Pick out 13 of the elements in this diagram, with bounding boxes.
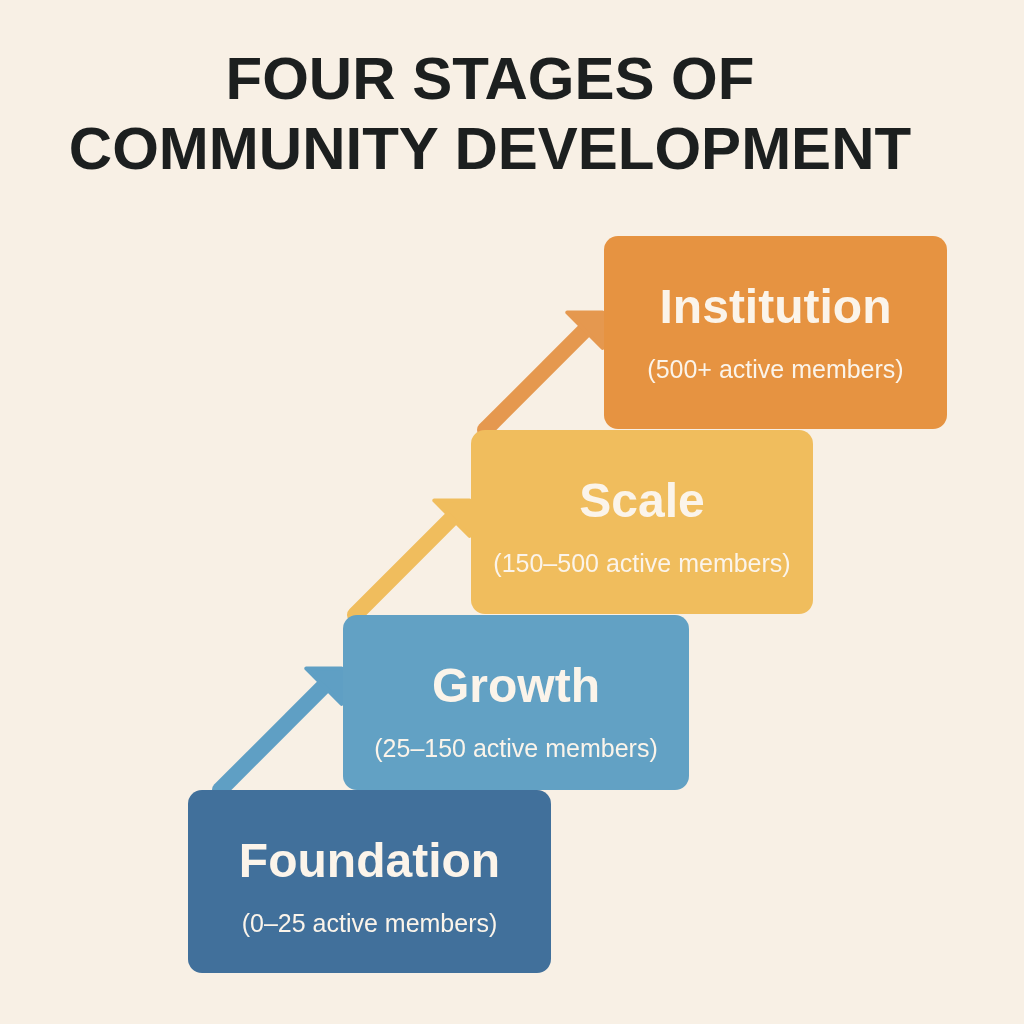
stage-box bbox=[188, 790, 551, 973]
stage-title: Growth bbox=[432, 662, 600, 710]
member-range: (500+ active members) bbox=[647, 357, 904, 382]
diagram-title: FOUR STAGES OF COMMUNITY DEVELOPMENT bbox=[67, 44, 913, 184]
stage-title: Institution bbox=[659, 283, 892, 331]
stage-box bbox=[604, 236, 947, 429]
member-range: (0–25 active members) bbox=[241, 911, 498, 936]
stage-title: Foundation bbox=[238, 837, 501, 885]
member-range: (25–150 active members) bbox=[374, 736, 658, 761]
stage-box bbox=[471, 430, 813, 614]
stage-title: Scale bbox=[579, 477, 705, 525]
member-range: (150–500 active members) bbox=[493, 551, 791, 576]
stage-box bbox=[343, 615, 689, 790]
